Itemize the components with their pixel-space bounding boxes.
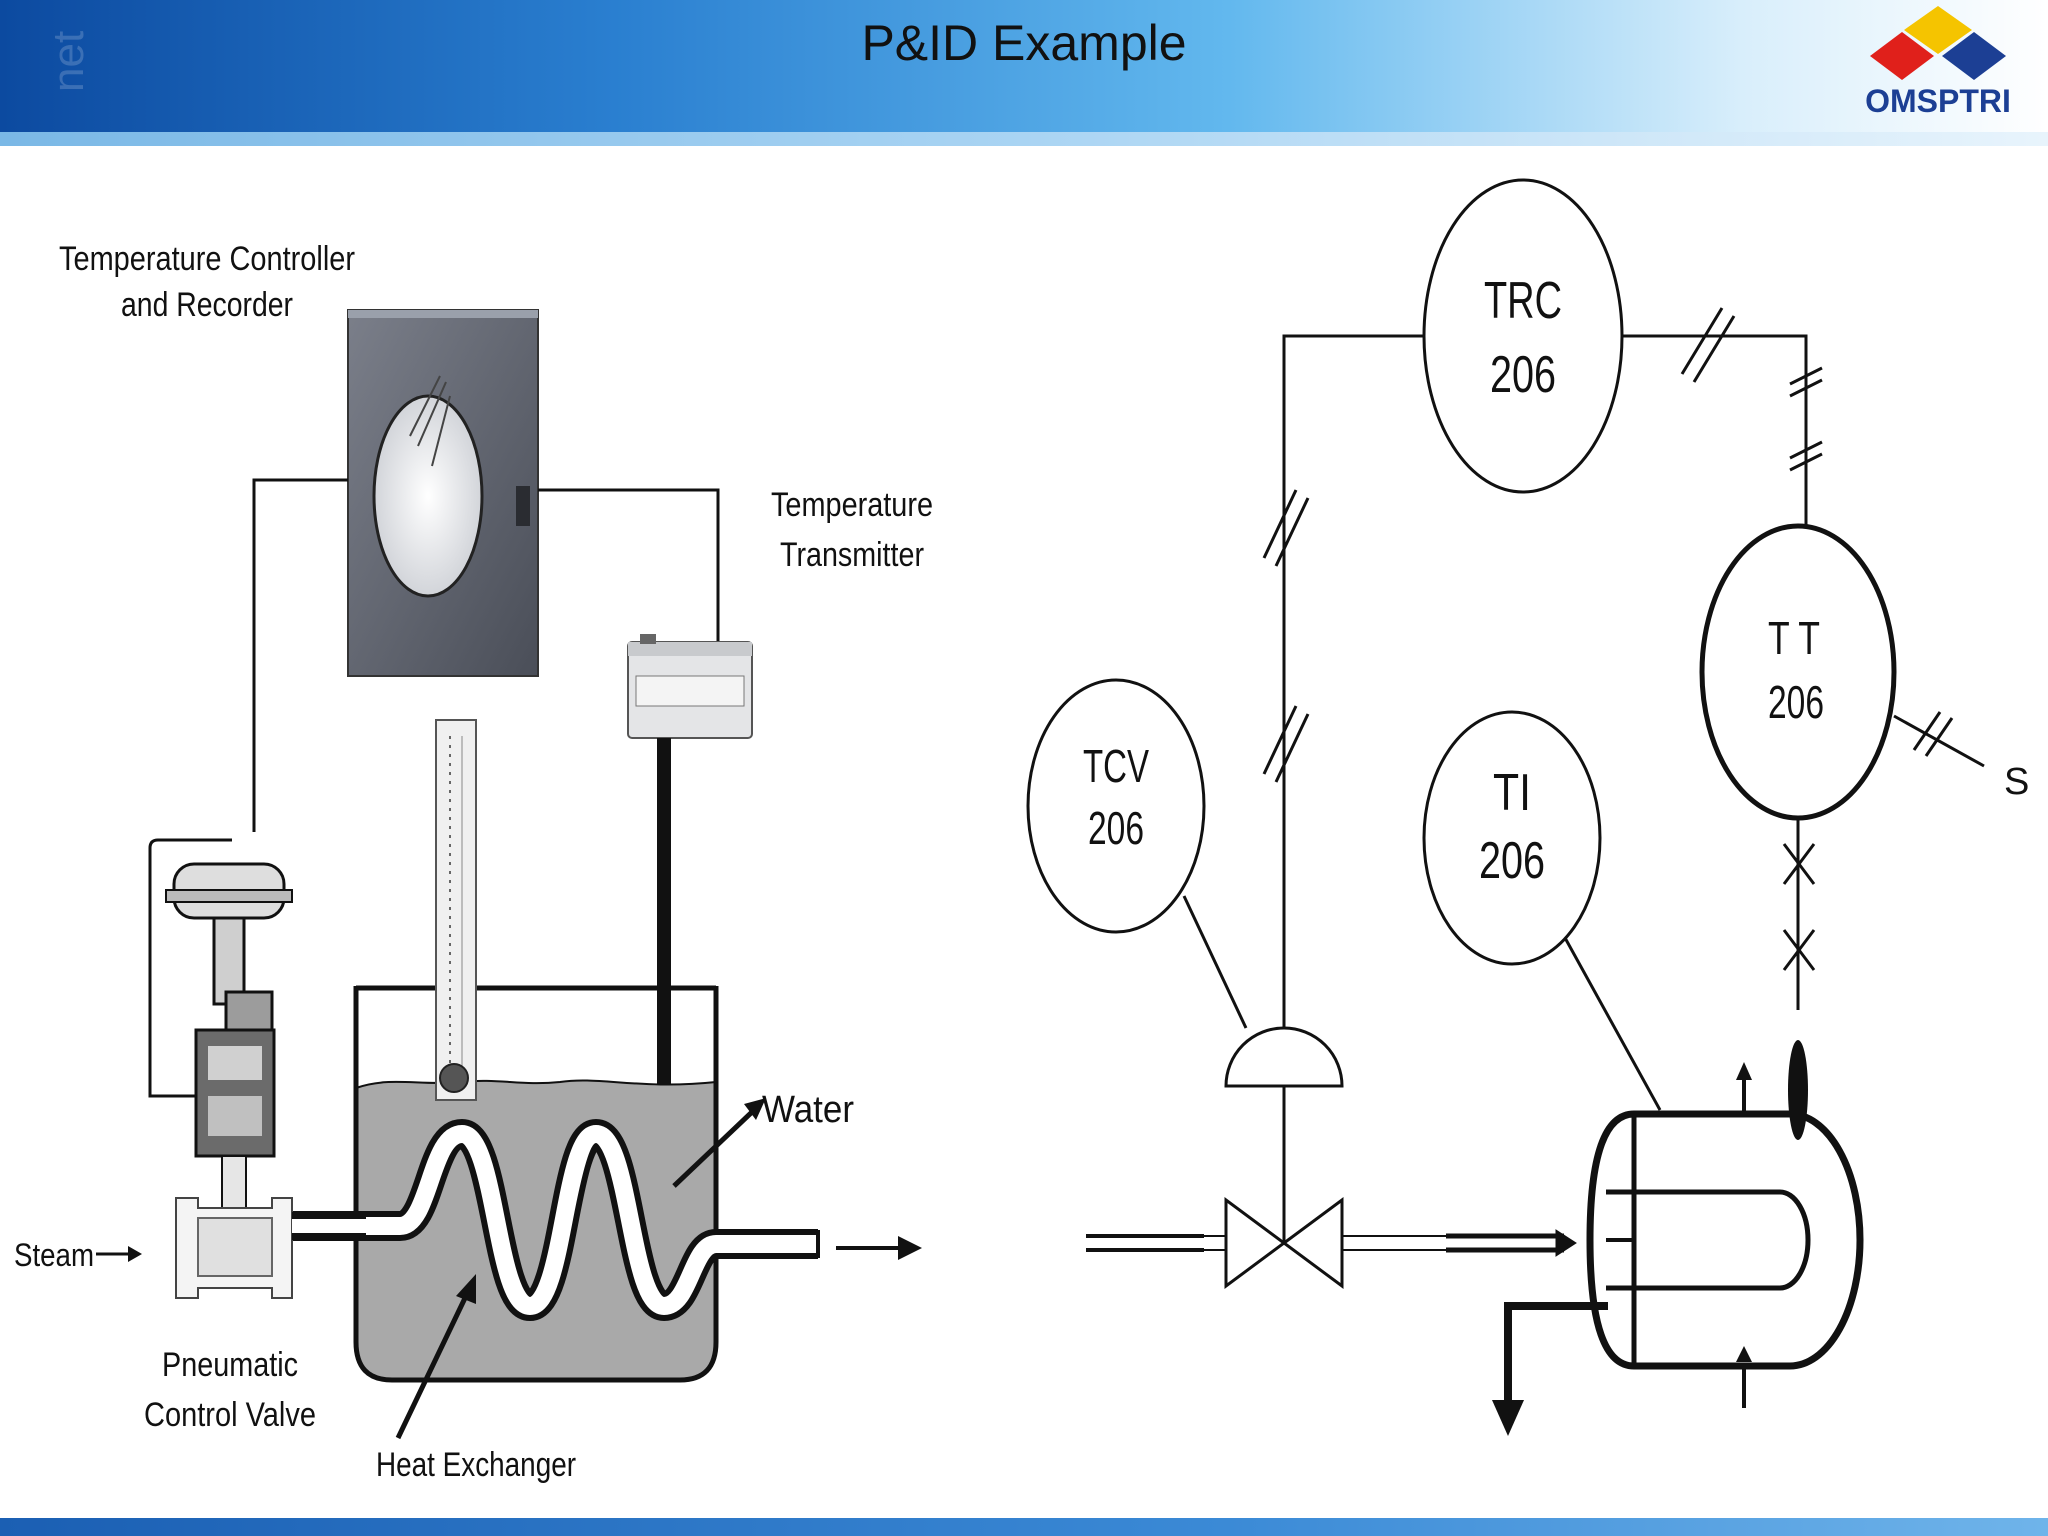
pid-heat-exchanger	[1586, 1040, 1864, 1408]
pid-signal-lines	[1182, 334, 1985, 1242]
valve-label-line1: Pneumatic	[162, 1346, 298, 1384]
trc-number: 206	[1490, 346, 1556, 404]
exchanger-label: Heat Exchanger	[376, 1446, 576, 1484]
footer-bar	[0, 1518, 2048, 1536]
header-band	[0, 132, 2048, 146]
temperature-recorder	[347, 309, 539, 677]
pid-diagram: TRC 206 T T 206 TCV 206 TI 206 S	[1026, 178, 2029, 1436]
outlet-arrow	[836, 1236, 922, 1260]
water-label: Water	[762, 1089, 854, 1131]
transmitter-label-line2: Transmitter	[780, 536, 924, 574]
valve-diaphragm-actuator	[1224, 1026, 1344, 1088]
exchanger-callout-arrow	[395, 1274, 476, 1440]
logo-yellow-diamond	[1904, 6, 1972, 54]
physical-diagram: Temperature Controller and Recorder Temp…	[14, 240, 933, 1484]
logo-brand-text: OMSPTRI	[1865, 83, 2011, 119]
capillary-crosses	[1782, 843, 1816, 971]
signal-s-label: S	[2004, 761, 2029, 803]
steam-arrow	[96, 1246, 142, 1262]
tt-tag: T T	[1768, 612, 1820, 664]
instrument-ti-206: TI 206	[1422, 710, 1602, 966]
instrument-trc-206: TRC 206	[1422, 178, 1624, 494]
controller-label-line1: Temperature Controller	[59, 240, 355, 278]
valve-label-line2: Control Valve	[144, 1396, 316, 1434]
ti-number: 206	[1479, 832, 1545, 890]
pid-process-line	[1086, 1229, 1577, 1257]
controller-label-line2: and Recorder	[121, 286, 293, 324]
header-bar	[0, 0, 2048, 132]
trc-tag: TRC	[1484, 272, 1562, 330]
ti-tag: TI	[1493, 764, 1531, 822]
pid-outlet-drain	[1492, 1302, 1608, 1436]
water-callout-arrow	[672, 1098, 766, 1188]
transmitter-label-line1: Temperature	[771, 486, 933, 524]
heat-exchanger-coil	[290, 1119, 820, 1321]
instrument-tt-206: T T 206	[1699, 523, 1897, 821]
diagram-canvas: Temperature Controller and Recorder Temp…	[14, 178, 2029, 1484]
pneumatic-control-valve	[148, 838, 293, 1299]
logo-red-diamond	[1870, 32, 1934, 80]
slide-title: P&ID Example	[861, 15, 1187, 71]
omsptri-logo: OMSPTRI	[1865, 6, 2011, 119]
steam-label: Steam	[14, 1237, 94, 1273]
recorder-chart-dial	[372, 394, 484, 598]
tcv-tag: TCV	[1083, 740, 1149, 792]
logo-blue-diamond	[1942, 32, 2006, 80]
signal-hatch-marks	[1262, 307, 1954, 783]
instrument-tcv-206: TCV 206	[1026, 678, 1206, 934]
tt-number: 206	[1768, 676, 1824, 728]
tcv-number: 206	[1088, 802, 1144, 854]
pid-control-valve	[1224, 1197, 1344, 1289]
signal-wires	[252, 478, 720, 832]
thermometer	[435, 719, 477, 1101]
